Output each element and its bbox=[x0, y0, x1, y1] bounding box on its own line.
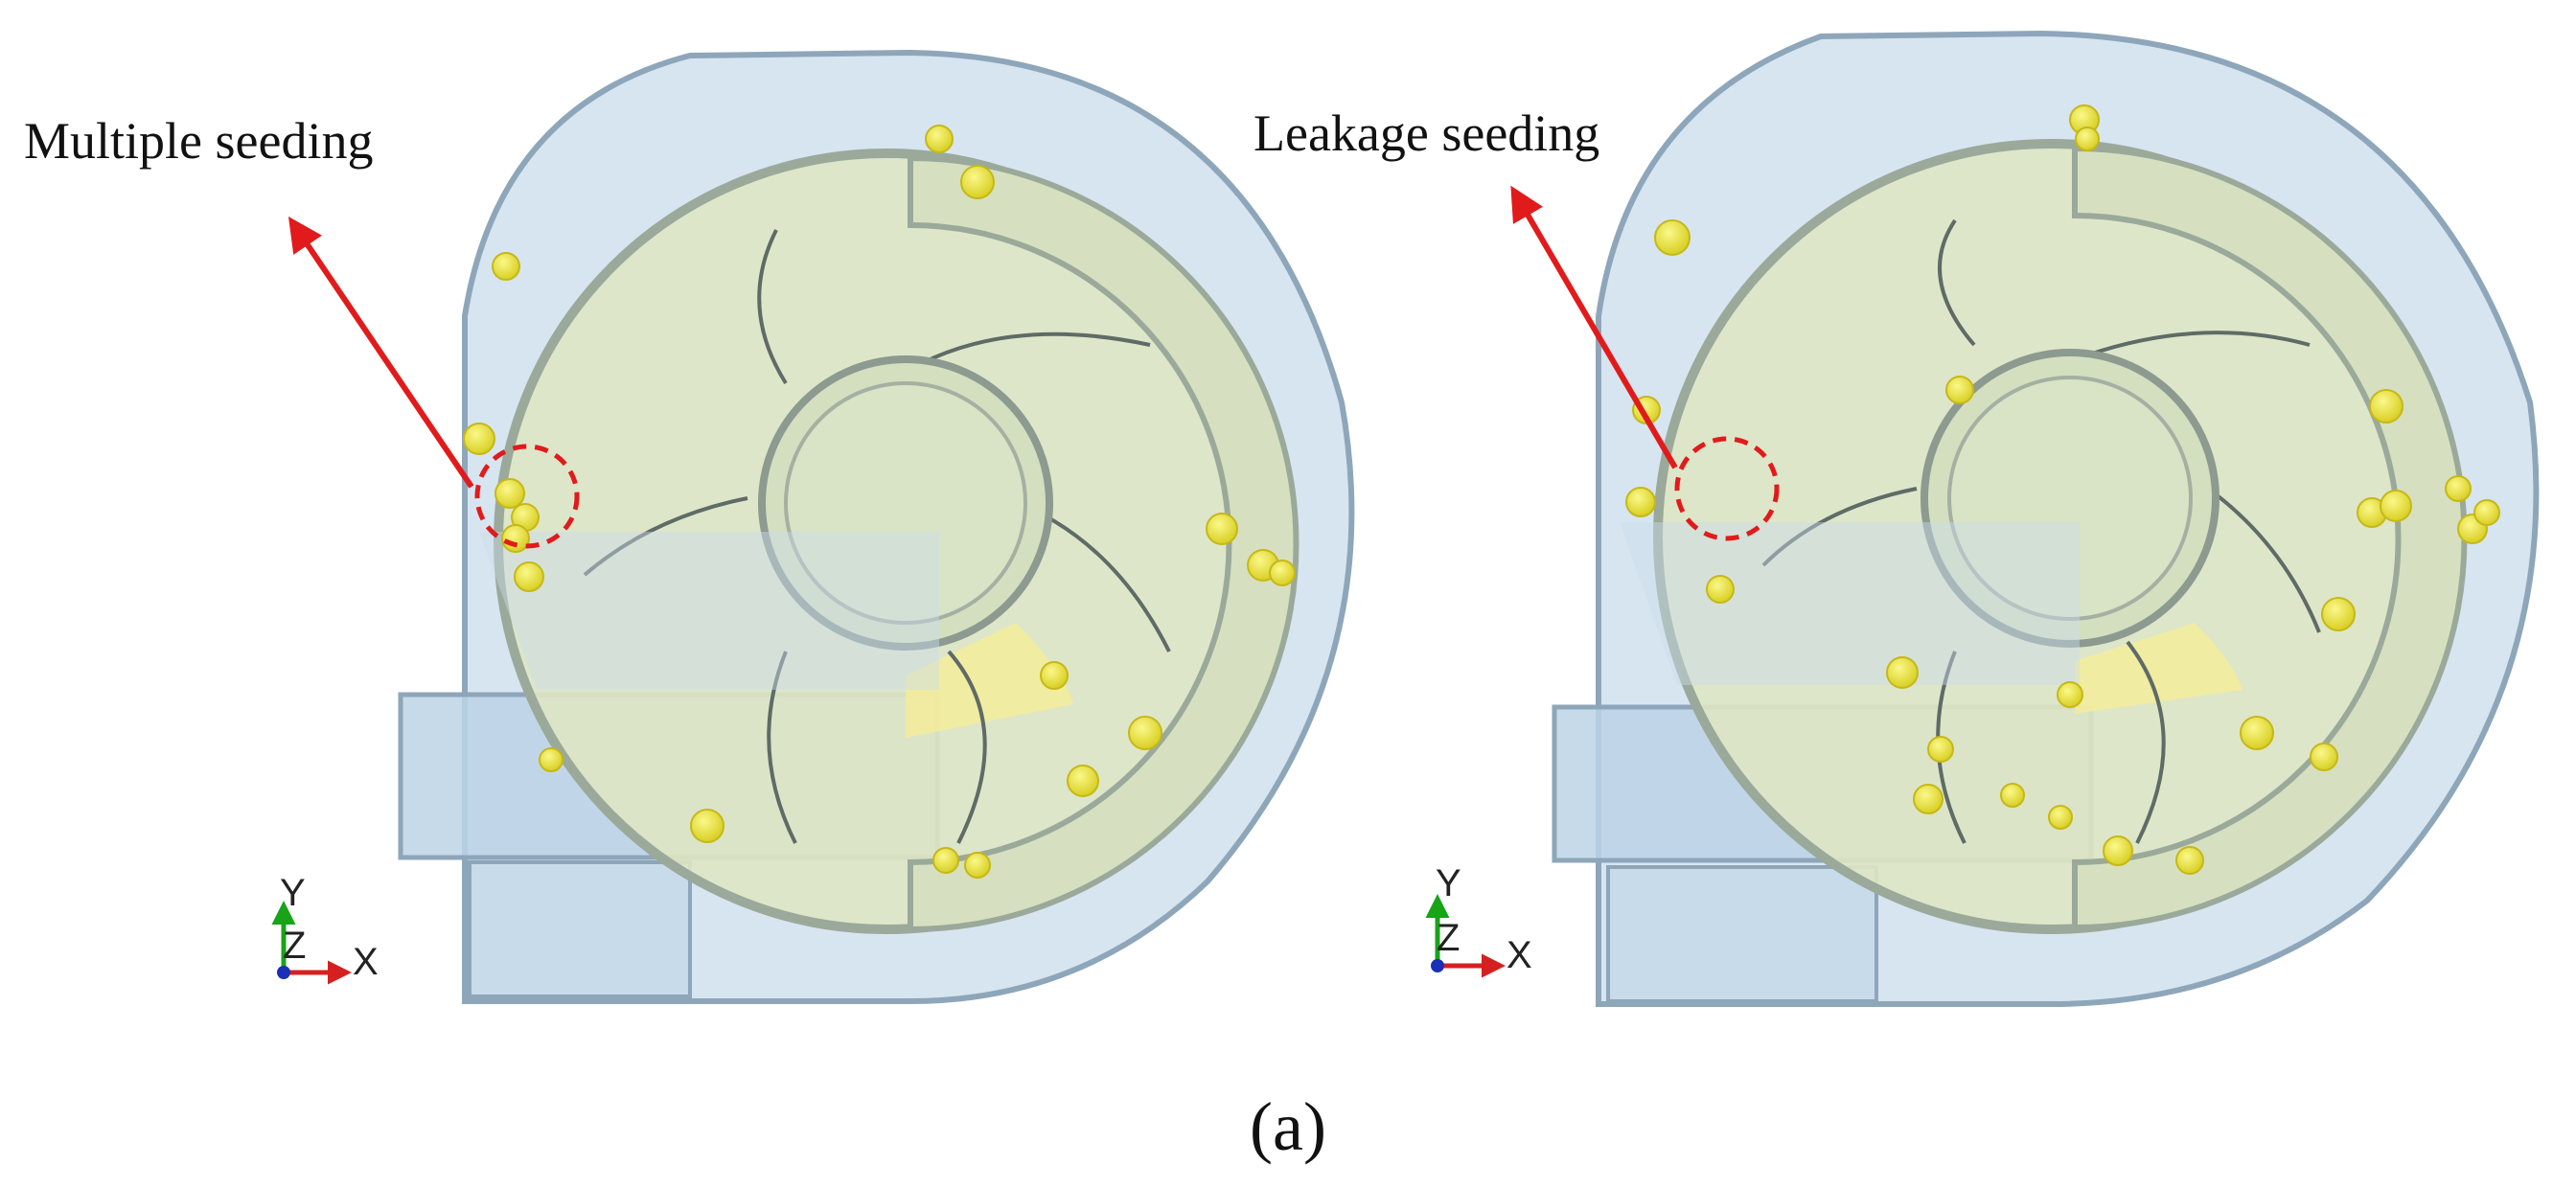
casing-overlay bbox=[1620, 522, 2080, 685]
hub-inner bbox=[784, 381, 1027, 625]
figure-caption: (a) bbox=[1250, 1088, 1326, 1165]
highlight-sector bbox=[906, 623, 1073, 738]
impeller-channel bbox=[2072, 145, 2468, 931]
annotation-arrow bbox=[288, 217, 474, 489]
pump-model-right: Leakage seeding Y Z X bbox=[1254, 30, 2540, 1007]
casing-base bbox=[1606, 865, 1878, 1003]
impeller-blades bbox=[583, 229, 1171, 844]
xyz-axis-triad-icon: Y Z X bbox=[1425, 862, 1532, 978]
annotation-arrow bbox=[1510, 185, 1678, 469]
particles bbox=[1625, 104, 2500, 875]
axis-label-x: X bbox=[353, 941, 379, 983]
casing-base bbox=[468, 860, 692, 998]
axis-label-z: Z bbox=[1437, 917, 1460, 959]
seeding-highlight-circle bbox=[1674, 436, 1780, 541]
annotation-label: Leakage seeding bbox=[1254, 104, 1599, 162]
hub-inner bbox=[1947, 376, 2193, 621]
axis-label-y: Y bbox=[1436, 862, 1461, 904]
highlight-sector bbox=[2075, 623, 2242, 714]
pump-model-left: Multiple seeding Y Z X bbox=[24, 49, 1355, 1004]
annotation-label: Multiple seeding bbox=[24, 112, 373, 170]
axis-label-z: Z bbox=[283, 925, 306, 967]
particles bbox=[463, 125, 1296, 879]
seeding-highlight-circle bbox=[474, 444, 580, 549]
xyz-axis-triad-icon: Y Z X bbox=[271, 872, 379, 985]
casing-overlay bbox=[479, 532, 939, 690]
impeller-channel bbox=[908, 154, 1300, 933]
axis-label-x: X bbox=[1506, 934, 1532, 976]
axis-label-y: Y bbox=[280, 872, 306, 914]
